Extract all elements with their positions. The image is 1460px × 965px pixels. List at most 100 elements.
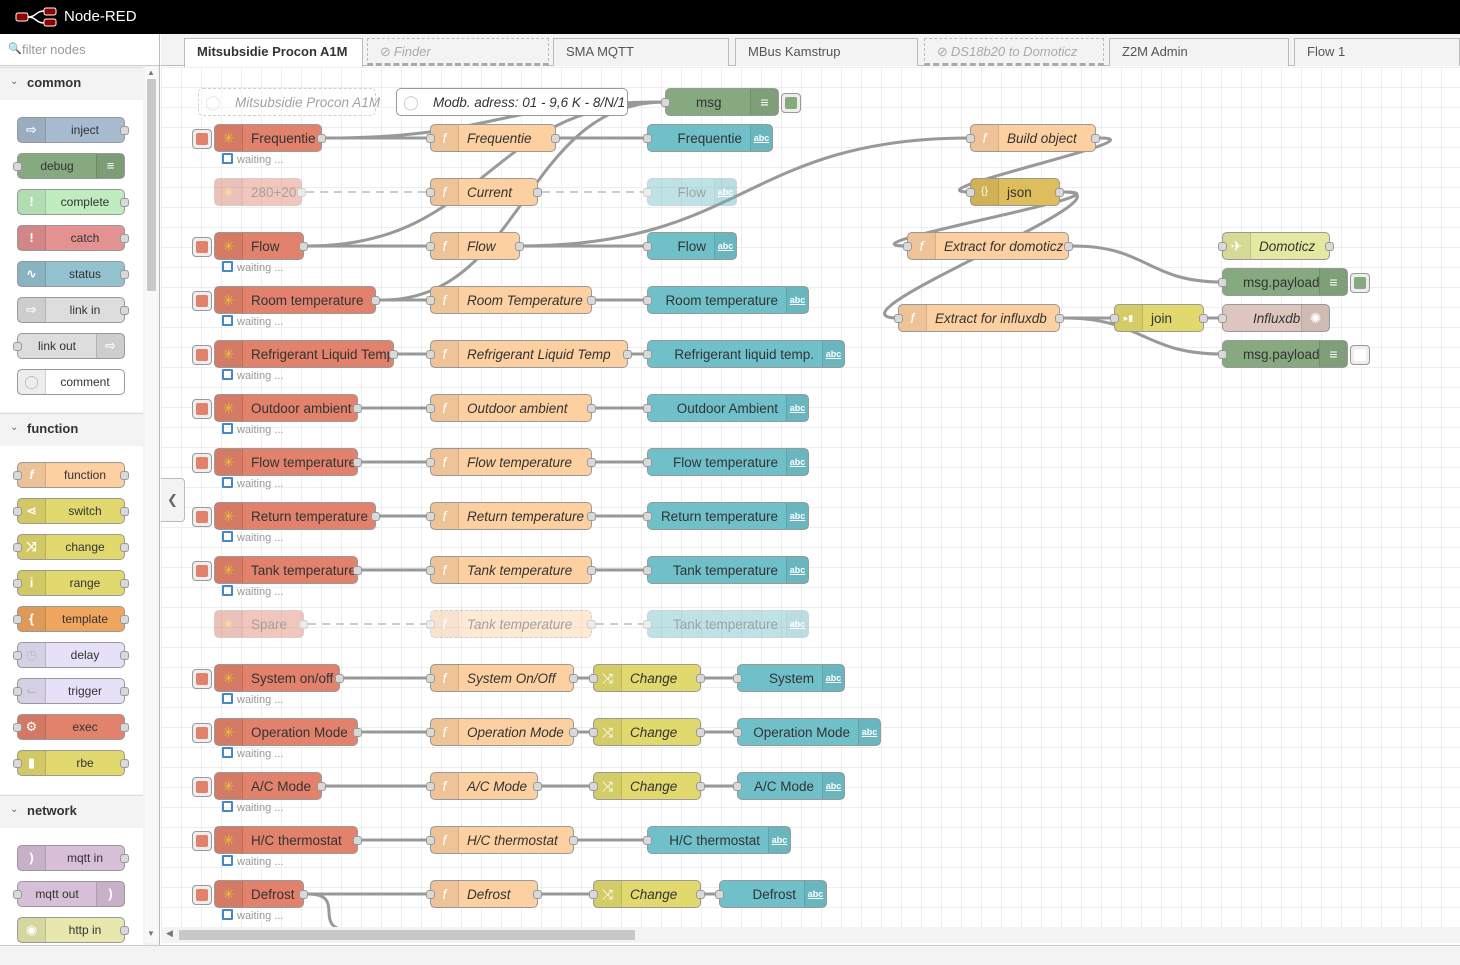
output-port[interactable] <box>299 242 308 251</box>
input-port[interactable] <box>643 404 652 413</box>
output-port[interactable] <box>317 134 326 143</box>
palette-node-mqtt-in[interactable]: ) mqtt in <box>17 845 129 871</box>
debug-node[interactable]: ≡msg <box>661 88 801 116</box>
input-port[interactable] <box>426 296 435 305</box>
tab-finder[interactable]: ⊘Finder <box>367 38 549 66</box>
output-port[interactable] <box>299 620 308 629</box>
sidebar-toggle-button[interactable]: ❮ <box>161 478 185 522</box>
scroll-up-icon[interactable]: ▲ <box>147 68 155 77</box>
inject-node[interactable]: ✳Operation Mode <box>192 718 362 746</box>
palette-search[interactable]: 🔍 filter nodes <box>0 34 159 66</box>
inject-trigger-button[interactable] <box>192 291 212 311</box>
flow-workspace[interactable]: ◯Mitsubsidie Procon A1M◯Modb. adress: 01… <box>161 67 1460 943</box>
palette-scroll-thumb[interactable] <box>147 79 156 291</box>
output-port[interactable] <box>551 134 560 143</box>
output-port[interactable] <box>1199 314 1208 323</box>
input-port[interactable] <box>426 728 435 737</box>
output-port[interactable] <box>297 188 306 197</box>
output-port[interactable] <box>587 566 596 575</box>
palette-node-delay[interactable]: ◷ delay <box>13 642 129 668</box>
output-port[interactable] <box>371 296 380 305</box>
json-node[interactable]: {}json <box>966 178 1064 206</box>
input-port[interactable] <box>426 404 435 413</box>
palette-node-switch[interactable]: ⋖ switch <box>13 498 129 524</box>
output-port[interactable] <box>353 728 362 737</box>
scroll-left-icon[interactable]: ◀ <box>166 928 173 938</box>
palette-node-inject[interactable]: ⇨ inject <box>17 117 129 143</box>
palette-category-common[interactable]: ⌄ common <box>0 67 143 99</box>
output-port[interactable] <box>569 674 578 683</box>
palette-node-range[interactable]: i range <box>13 570 129 596</box>
output-port[interactable] <box>569 836 578 845</box>
palette-search-input[interactable]: filter nodes <box>22 42 86 57</box>
inject-trigger-button[interactable] <box>192 507 212 527</box>
input-port[interactable] <box>1218 278 1227 287</box>
inject-trigger-button[interactable] <box>192 237 212 257</box>
inject-trigger-button[interactable] <box>192 885 212 905</box>
output-port[interactable] <box>587 404 596 413</box>
palette-node-rbe[interactable]: ▮ rbe <box>13 750 129 776</box>
output-port[interactable] <box>353 404 362 413</box>
input-port[interactable] <box>426 566 435 575</box>
input-port[interactable] <box>643 296 652 305</box>
inject-node[interactable]: ✳Outdoor ambient <box>192 394 362 422</box>
change-node[interactable]: ⤨Change <box>589 718 705 746</box>
input-port[interactable] <box>661 98 670 107</box>
inject-trigger-button[interactable] <box>192 669 212 689</box>
output-port[interactable] <box>696 890 705 899</box>
output-port[interactable] <box>533 782 542 791</box>
inject-trigger-button[interactable] <box>192 453 212 473</box>
tab-z2m-admin[interactable]: Z2M Admin <box>1109 38 1289 66</box>
comment-node[interactable]: ◯Mitsubsidie Procon A1M <box>198 88 380 116</box>
input-port[interactable] <box>733 674 742 683</box>
inject-node[interactable]: ✳Frequentie <box>192 124 326 152</box>
workspace-scroll-thumb[interactable] <box>179 930 635 940</box>
palette-node-exec[interactable]: ⚙ exec <box>13 714 129 740</box>
input-port[interactable] <box>966 188 975 197</box>
output-port[interactable] <box>587 296 596 305</box>
input-port[interactable] <box>426 836 435 845</box>
wire[interactable] <box>1063 316 1223 356</box>
output-port[interactable] <box>623 350 632 359</box>
debug-toggle-button[interactable] <box>781 93 801 113</box>
input-port[interactable] <box>1110 314 1119 323</box>
input-port[interactable] <box>426 620 435 629</box>
influxdb-node[interactable]: ✺Influxdb <box>1218 304 1330 332</box>
inject-node[interactable]: ✳Spare <box>214 610 308 638</box>
inject-node[interactable]: ✳H/C thermostat <box>192 826 362 854</box>
scroll-down-icon[interactable]: ▼ <box>147 929 155 938</box>
input-port[interactable] <box>589 782 598 791</box>
inject-node[interactable]: ✳Refrigerant Liquid Temp <box>192 340 398 368</box>
inject-node[interactable]: ✳Defrost <box>192 880 308 908</box>
input-port[interactable] <box>426 890 435 899</box>
input-port[interactable] <box>643 242 652 251</box>
palette-node-comment[interactable]: ◯ comment <box>17 369 125 395</box>
input-port[interactable] <box>589 674 598 683</box>
input-port[interactable] <box>643 836 652 845</box>
input-port[interactable] <box>643 566 652 575</box>
debug-node[interactable]: ≡msg.payload <box>1218 340 1370 368</box>
palette-category-function[interactable]: ⌄ function <box>0 413 143 445</box>
input-port[interactable] <box>426 782 435 791</box>
input-port[interactable] <box>733 782 742 791</box>
debug-node[interactable]: ≡msg.payload <box>1218 268 1370 296</box>
input-port[interactable] <box>589 728 598 737</box>
inject-trigger-button[interactable] <box>192 723 212 743</box>
